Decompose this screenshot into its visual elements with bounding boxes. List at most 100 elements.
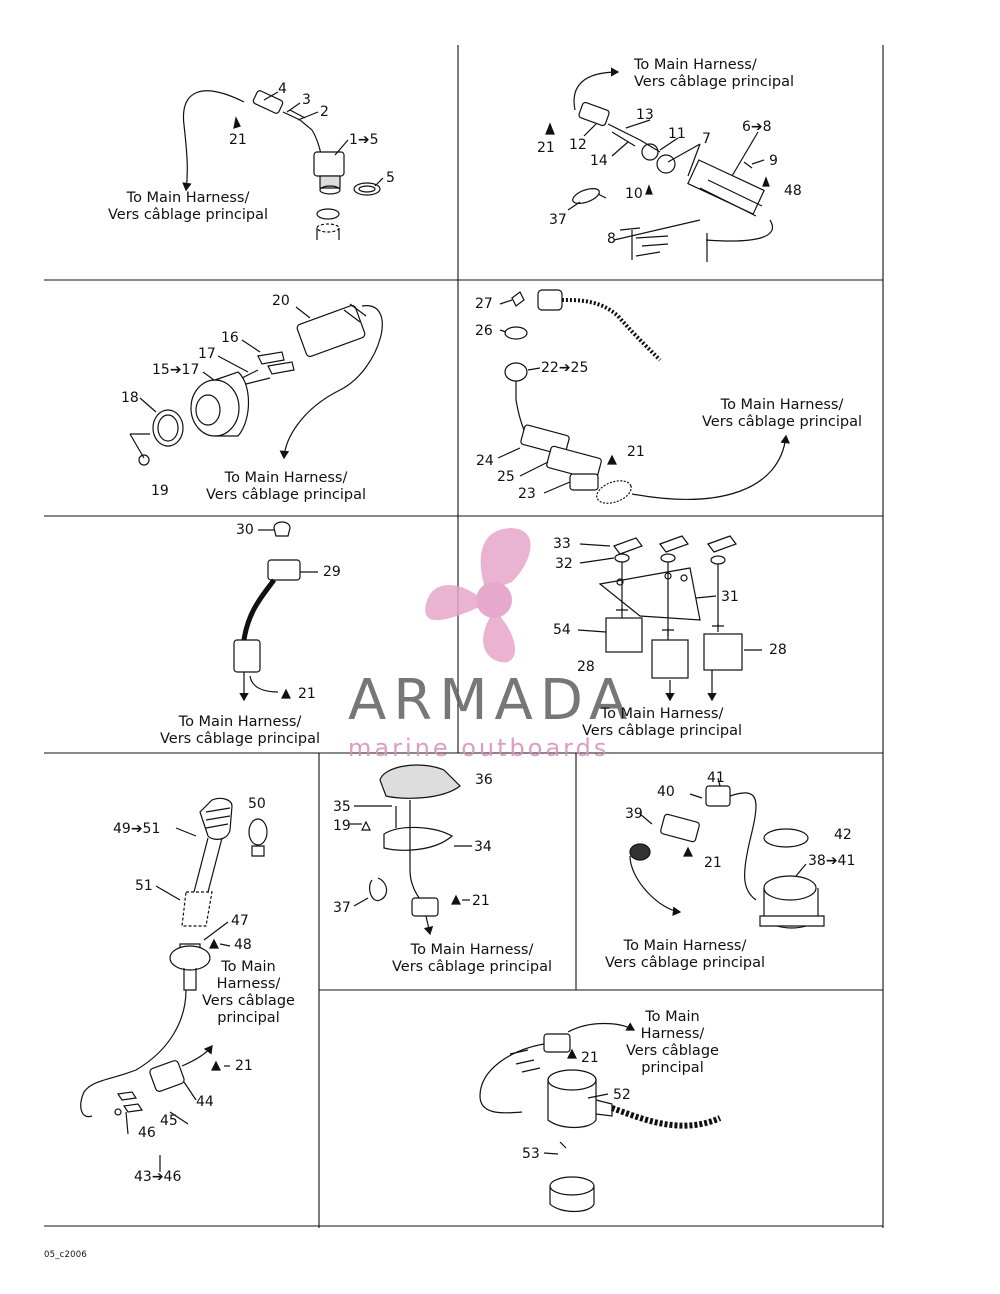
callout-label: 51 bbox=[135, 878, 153, 894]
watermark-propeller-logo bbox=[425, 528, 531, 663]
callout-label: 44 bbox=[196, 1094, 214, 1110]
callout-label: 35 bbox=[333, 799, 351, 815]
callout-label: 39 bbox=[625, 806, 643, 822]
callout-label: 28 bbox=[769, 642, 787, 658]
watermark-tagline: marine outboards bbox=[348, 734, 610, 762]
callout-label: 48 bbox=[234, 937, 252, 953]
callout-label: 20 bbox=[272, 293, 290, 309]
harness-note: To Main Harness/ Vers câblage principal bbox=[582, 706, 742, 740]
callout-label: 9 bbox=[769, 153, 778, 169]
callout-label: 18 bbox=[121, 390, 139, 406]
harness-note-line: principal bbox=[641, 1060, 704, 1076]
callout-label: 12 bbox=[569, 137, 587, 153]
callout-label: 8 bbox=[607, 231, 616, 247]
callout-label: 16 bbox=[221, 330, 239, 346]
callout-label: 21 bbox=[235, 1058, 253, 1074]
callout-label: 36 bbox=[475, 772, 493, 788]
harness-note: To Main Harness/ Vers câblage principal bbox=[206, 470, 366, 504]
meter-bracket-drawing bbox=[629, 777, 825, 929]
relays-drawing bbox=[577, 535, 762, 702]
callout-label: 38➔41 bbox=[808, 853, 856, 869]
callout-label: 21 bbox=[229, 132, 247, 148]
hour-meter-drawing bbox=[350, 764, 472, 936]
harness-note-en: To Main Harness/ bbox=[600, 706, 724, 722]
callout-label: 29 bbox=[323, 564, 341, 580]
callout-label: 23 bbox=[518, 486, 536, 502]
harness-note: To Main Harness/ Vers câblage principal bbox=[634, 57, 794, 91]
callout-label: 46 bbox=[138, 1125, 156, 1141]
gauge-drawing bbox=[129, 303, 383, 466]
harness-note-en: To Main Harness/ bbox=[623, 938, 747, 954]
callout-label: 45 bbox=[160, 1113, 178, 1129]
callout-label: 48 bbox=[784, 183, 802, 199]
harness-note-fr: Vers câblage principal bbox=[160, 731, 321, 747]
callout-label: 14 bbox=[590, 153, 608, 169]
callout-label: 11 bbox=[668, 126, 686, 142]
harness-note: To Main Harness/ Vers câblage principal bbox=[160, 714, 320, 748]
callout-label: 21 bbox=[537, 140, 555, 156]
callout-label: 47 bbox=[231, 913, 249, 929]
callout-label: 34 bbox=[474, 839, 492, 855]
callout-label: 21 bbox=[627, 444, 645, 460]
harness-note-en: To Main Harness/ bbox=[178, 714, 302, 730]
harness-note-fr: Vers câblage principal bbox=[108, 207, 269, 223]
callout-label: 27 bbox=[475, 296, 493, 312]
harness-note-line: To Main bbox=[221, 959, 276, 975]
callout-label: 37 bbox=[549, 212, 567, 228]
harness-note-line: Harness/ bbox=[216, 976, 281, 992]
harness-note-en: To Main Harness/ bbox=[410, 942, 534, 958]
callout-label: 52 bbox=[613, 1087, 631, 1103]
callout-label: 54 bbox=[553, 622, 571, 638]
nav-light-drawing bbox=[80, 797, 268, 1172]
callout-label: 5 bbox=[386, 170, 395, 186]
callout-label: 6➔8 bbox=[742, 119, 772, 135]
harness-note-stacked: To Main Harness/ Vers câblage principal bbox=[626, 1009, 719, 1077]
callout-label: 19 bbox=[333, 818, 351, 834]
lanyard-switch-drawing bbox=[545, 67, 773, 262]
connector-drawing bbox=[233, 521, 318, 702]
callout-label: 7 bbox=[702, 131, 711, 147]
callout-label: 40 bbox=[657, 784, 675, 800]
callout-label: 13 bbox=[636, 107, 654, 123]
callout-label: 21 bbox=[704, 855, 722, 871]
harness-note-line: Vers câblage bbox=[626, 1043, 719, 1059]
harness-note-fr: Vers câblage principal bbox=[702, 414, 863, 430]
harness-note-stacked: To Main Harness/ Vers câblage principal bbox=[202, 959, 295, 1027]
callout-label: 15➔17 bbox=[152, 362, 200, 378]
harness-note-line: principal bbox=[217, 1010, 280, 1026]
harness-note-line: To Main bbox=[645, 1009, 700, 1025]
callout-label: 43➔46 bbox=[134, 1169, 182, 1185]
harness-note-line: Harness/ bbox=[640, 1026, 705, 1042]
callout-label: 17 bbox=[198, 346, 216, 362]
harness-note-fr: Vers câblage principal bbox=[392, 959, 553, 975]
harness-note-fr: Vers câblage principal bbox=[582, 723, 743, 739]
callout-label: 28 bbox=[577, 659, 595, 675]
callout-label: 50 bbox=[248, 796, 266, 812]
callout-label: 25 bbox=[497, 469, 515, 485]
harness-note-fr: Vers câblage principal bbox=[634, 74, 795, 90]
panel-grid bbox=[44, 45, 884, 1228]
watermark-brand-name: ARMADA bbox=[348, 668, 635, 733]
callout-label: 24 bbox=[476, 453, 494, 469]
callout-label: 49➔51 bbox=[113, 821, 161, 837]
callout-label: 30 bbox=[236, 522, 254, 538]
harness-note-en: To Main Harness/ bbox=[126, 190, 250, 206]
key-switch-drawing bbox=[182, 90, 384, 240]
harness-note-fr: Vers câblage principal bbox=[605, 955, 766, 971]
callout-label: 21 bbox=[472, 893, 490, 909]
callout-label: 10 bbox=[625, 186, 643, 202]
callout-label: 26 bbox=[475, 323, 493, 339]
callout-label: 2 bbox=[320, 104, 329, 120]
callout-label: 32 bbox=[555, 556, 573, 572]
harness-note-line: Vers câblage bbox=[202, 993, 295, 1009]
harness-note: To Main Harness/ Vers câblage principal bbox=[605, 938, 765, 972]
callout-label: 21 bbox=[581, 1050, 599, 1066]
callout-label: 42 bbox=[834, 827, 852, 843]
callout-label: 3 bbox=[302, 92, 311, 108]
horn-drawing bbox=[479, 1022, 722, 1213]
drawing-code: 05_c2006 bbox=[44, 1250, 87, 1260]
harness-note-en: To Main Harness/ bbox=[634, 57, 757, 73]
callout-label: 33 bbox=[553, 536, 571, 552]
